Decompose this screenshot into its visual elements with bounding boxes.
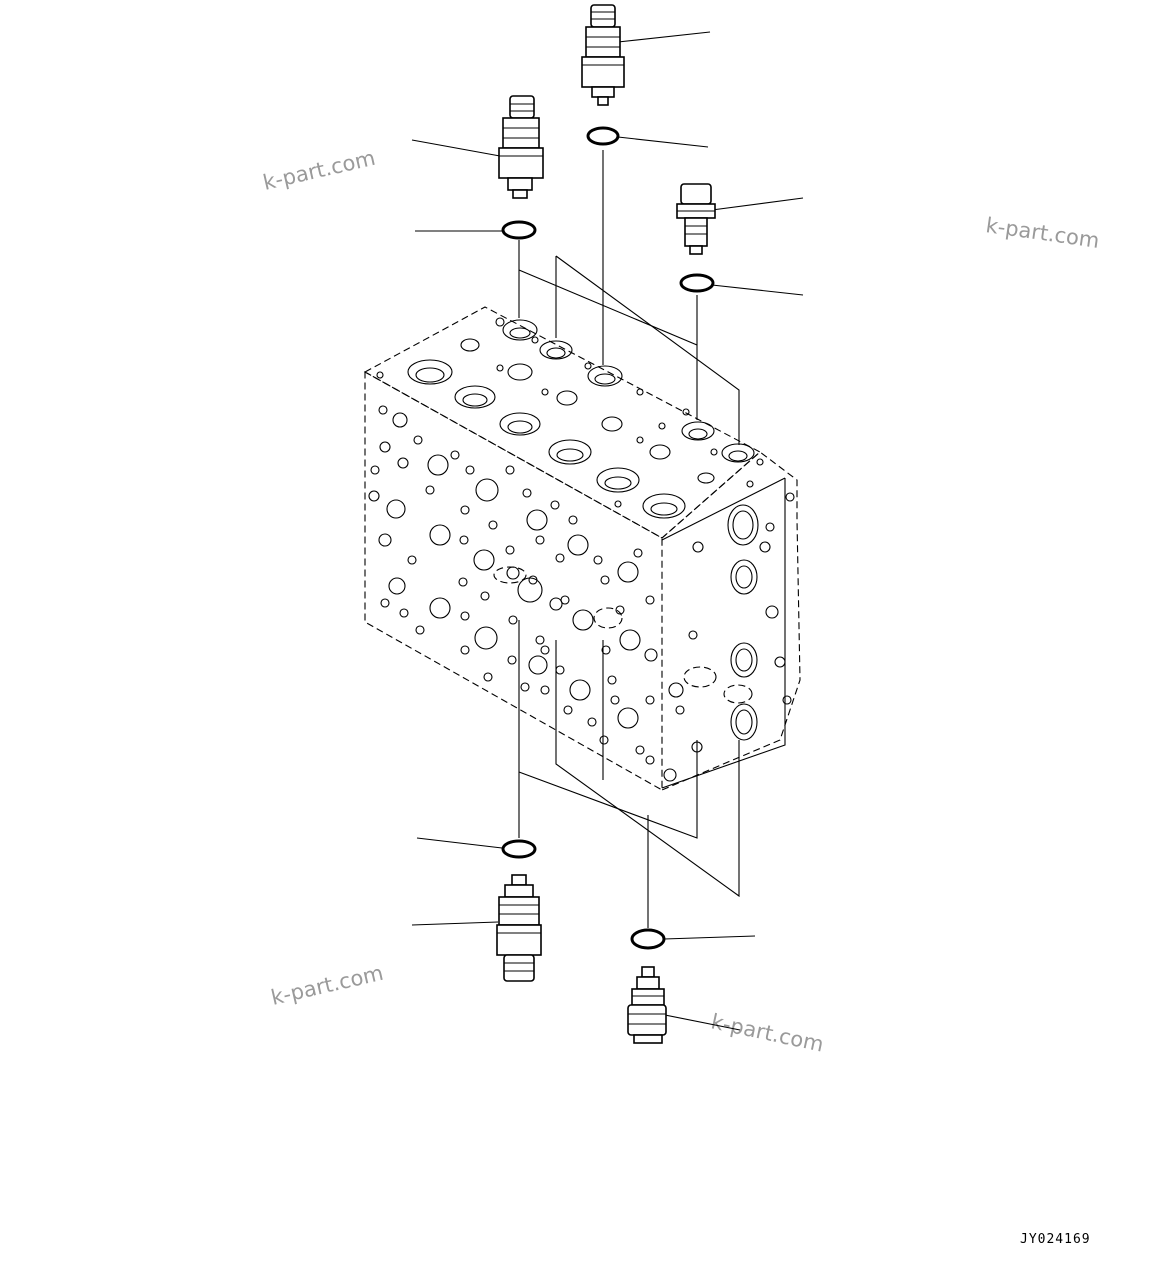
right-ports: [663, 492, 795, 782]
relief-valve-upper-left: [498, 95, 544, 199]
watermark-3: k-part.com: [269, 961, 386, 1010]
watermark-1: k-part.com: [261, 146, 378, 195]
valve-block: [363, 306, 801, 791]
o-ring-4: [501, 839, 537, 859]
watermark-4: k-part.com: [709, 1009, 826, 1056]
relief-valve-lower-right: [627, 966, 667, 1044]
relief-valve-lower-left: [496, 874, 542, 982]
watermark-2: k-part.com: [984, 213, 1101, 253]
relief-valve-top: [581, 4, 625, 106]
o-ring-5: [630, 928, 666, 950]
assembly-lines: [518, 150, 740, 928]
o-ring-1: [586, 126, 620, 146]
plug-valve-upper-right: [676, 183, 716, 255]
o-ring-2: [501, 220, 537, 240]
figure-code: JY024169: [1020, 1232, 1091, 1247]
top-ports: [376, 317, 764, 519]
o-rings: [501, 126, 715, 950]
leader-lines: [411, 31, 804, 1031]
front-ports: [368, 405, 753, 765]
o-ring-3: [679, 273, 715, 293]
